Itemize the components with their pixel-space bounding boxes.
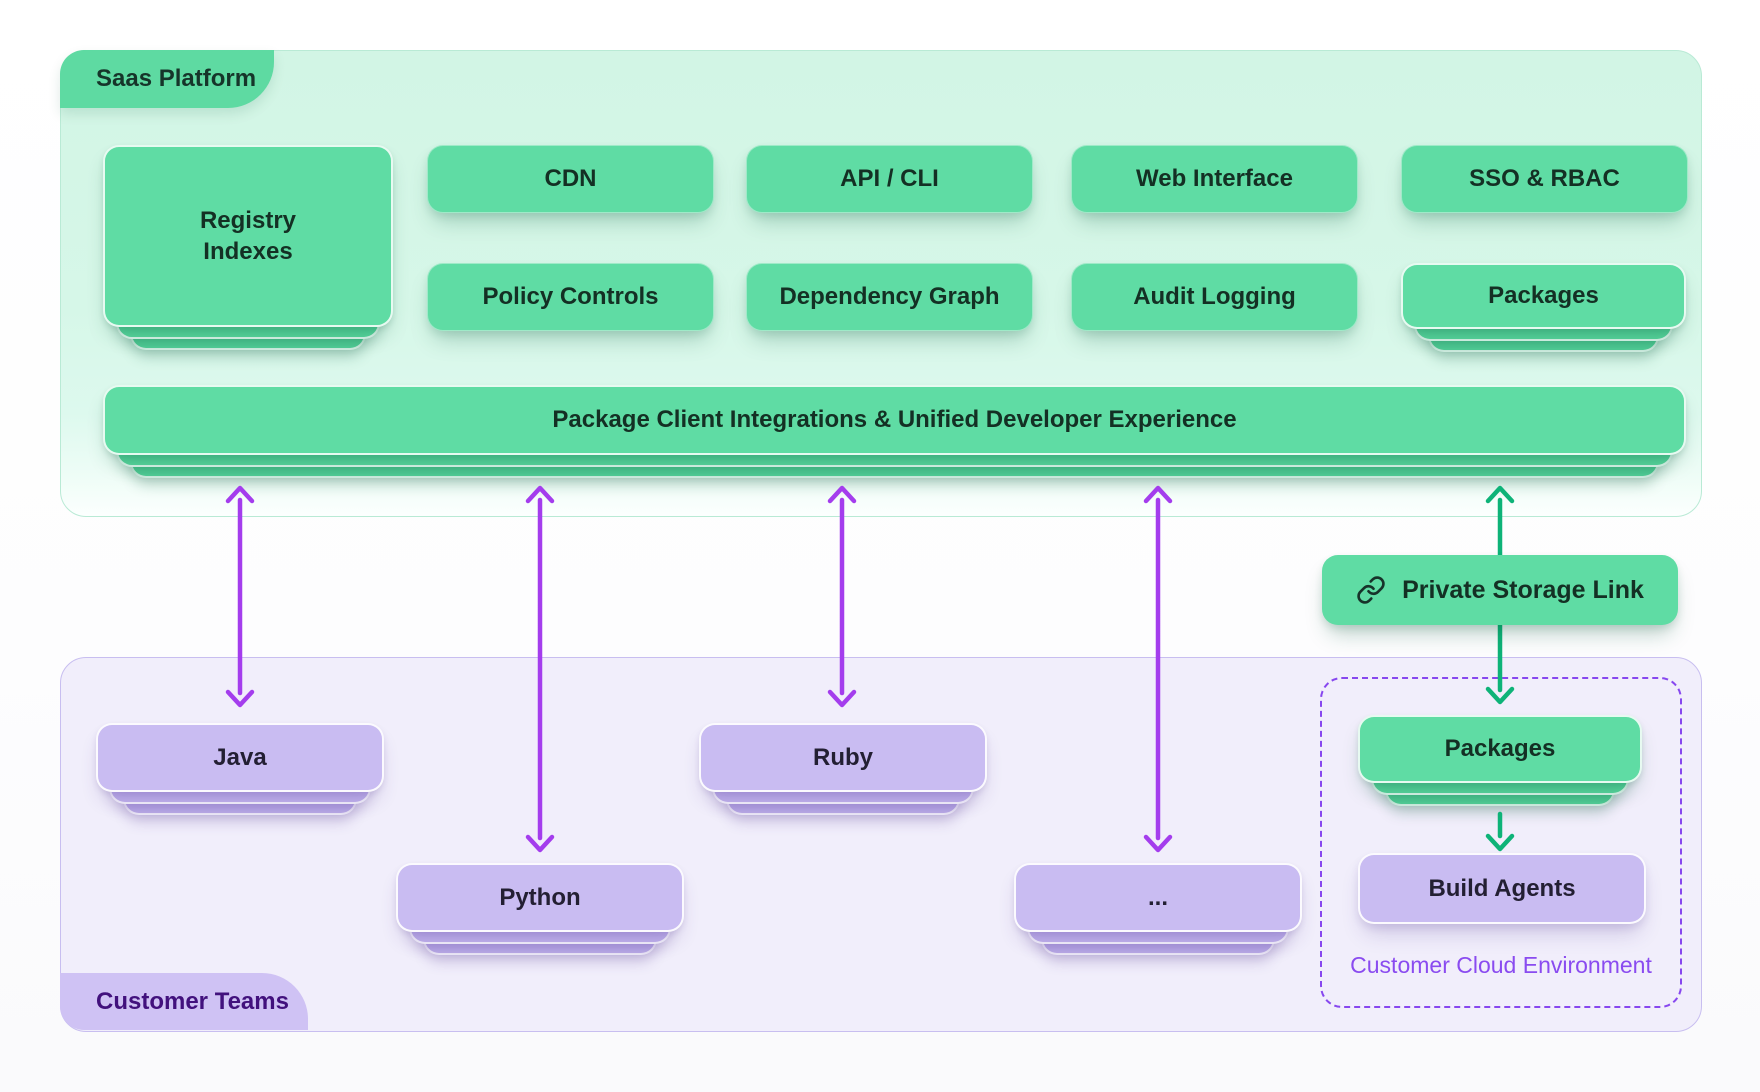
platform-packages-label: Packages: [1401, 263, 1686, 329]
policy-controls-node: Policy Controls: [427, 263, 714, 331]
team-java-node: Java: [96, 723, 384, 815]
team-java-label: Java: [96, 723, 384, 792]
dependency-graph-label: Dependency Graph: [779, 283, 1000, 311]
team-python-label: Python: [396, 863, 684, 932]
integration-bar-node: Package Client Integrations & Unified De…: [103, 385, 1686, 478]
team-more-label: ...: [1014, 863, 1302, 932]
cdn-label: CDN: [544, 165, 597, 193]
registry-indexes-node: Registry Indexes: [103, 145, 393, 350]
team-more-node: ...: [1014, 863, 1302, 955]
customer-packages-label: Packages: [1358, 715, 1642, 783]
chain-link-icon: [1357, 576, 1385, 604]
api-cli-node: API / CLI: [746, 145, 1033, 213]
build-agents-node: Build Agents: [1358, 853, 1646, 924]
platform-packages-node: Packages: [1401, 263, 1686, 352]
web-interface-label: Web Interface: [1136, 165, 1293, 193]
customer-cloud-environment-label: Customer Cloud Environment: [1350, 952, 1652, 978]
customer-packages-node: Packages: [1358, 715, 1642, 806]
customer-teams-tab-label: Customer Teams: [96, 987, 289, 1015]
saas-platform-tab: Saas Platform: [60, 50, 274, 108]
saas-platform-tab-label: Saas Platform: [96, 65, 257, 92]
audit-logging-node: Audit Logging: [1071, 263, 1358, 331]
team-ruby-node: Ruby: [699, 723, 987, 815]
private-storage-link-badge: Private Storage Link: [1322, 555, 1678, 625]
audit-logging-label: Audit Logging: [1133, 283, 1296, 311]
team-ruby-label: Ruby: [699, 723, 987, 792]
build-agents-label: Build Agents: [1428, 874, 1576, 902]
integration-bar-label: Package Client Integrations & Unified De…: [103, 385, 1686, 455]
registry-indexes-label: Registry Indexes: [103, 145, 393, 327]
private-storage-link-label: Private Storage Link: [1402, 575, 1644, 604]
team-python-node: Python: [396, 863, 684, 955]
customer-teams-tab: Customer Teams: [60, 973, 308, 1030]
cdn-node: CDN: [427, 145, 714, 213]
api-cli-label: API / CLI: [840, 165, 939, 193]
web-interface-node: Web Interface: [1071, 145, 1358, 213]
sso-rbac-node: SSO & RBAC: [1401, 145, 1688, 213]
dependency-graph-node: Dependency Graph: [746, 263, 1033, 331]
policy-controls-label: Policy Controls: [482, 283, 659, 311]
sso-rbac-label: SSO & RBAC: [1469, 165, 1620, 193]
